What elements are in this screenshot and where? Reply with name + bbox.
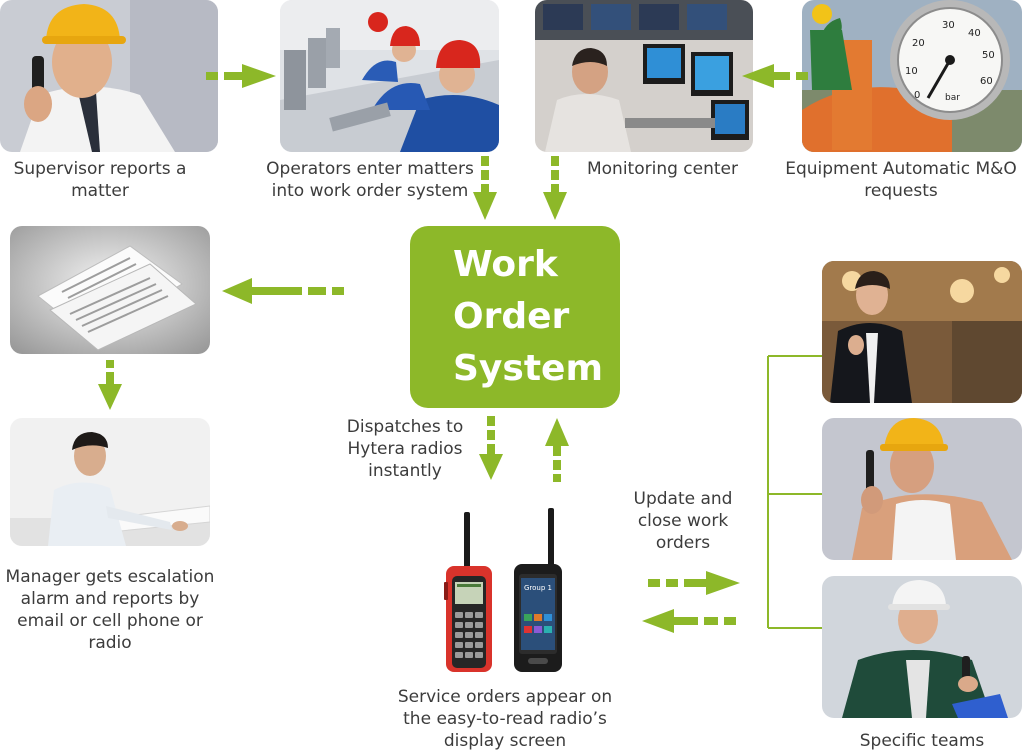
teams-bracket (767, 355, 822, 629)
work-order-system-box: Work Order System (410, 226, 620, 408)
caption-supervisor: Supervisor reports a matter (13, 159, 187, 201)
team-photo-worker (822, 418, 1022, 560)
reports-photo (10, 226, 210, 354)
arrow-radios-to-teams (648, 571, 740, 595)
caption-dispatch: Dispatches to Hytera radios instantly (346, 417, 464, 481)
arrow-system-to-reports (222, 278, 344, 304)
caption-equipment: Equipment Automatic M&O requests (785, 159, 1017, 201)
gauge-tick-0: 0 (914, 90, 920, 101)
gauge-tick-50: 50 (982, 50, 995, 61)
arrow-system-to-radios (479, 416, 503, 480)
caption-operators: Operators enter matters into work order … (266, 159, 474, 201)
caption-update: Update and close work orders (633, 489, 733, 553)
monitoring-photo (535, 0, 753, 152)
arrow-supervisor-to-operators (206, 64, 276, 88)
team-photo-inspector (822, 576, 1022, 718)
arrow-equipment-to-monitoring (742, 64, 808, 88)
work-order-system-label: Work Order System (453, 244, 603, 389)
hytera-radios: Group 1 (440, 508, 570, 674)
caption-service: Service orders appear on the easy-to-rea… (397, 687, 613, 751)
gauge-tick-30: 30 (942, 20, 955, 31)
operators-photo (280, 0, 499, 152)
team-photo-hotel (822, 261, 1022, 403)
arrow-reports-to-manager (98, 360, 122, 410)
arrow-teams-to-radios (642, 609, 736, 633)
manager-photo (10, 418, 210, 546)
gauge-unit: bar (945, 93, 960, 103)
equipment-photo: 0 10 20 30 40 50 60 bar (802, 0, 1022, 152)
caption-manager: Manager gets escalation alarm and report… (5, 567, 215, 653)
gauge-tick-10: 10 (905, 66, 918, 77)
radio-screen-label: Group 1 (524, 584, 552, 592)
supervisor-photo (0, 0, 218, 152)
gauge-tick-40: 40 (968, 28, 981, 39)
arrow-monitoring-to-system (543, 156, 567, 220)
gauge-tick-60: 60 (980, 76, 993, 87)
gauge-tick-20: 20 (912, 38, 925, 49)
arrow-operators-to-system (473, 156, 497, 220)
arrow-radios-to-system (545, 418, 569, 482)
caption-teams: Specific teams (859, 731, 985, 751)
caption-monitoring: Monitoring center (586, 159, 738, 179)
